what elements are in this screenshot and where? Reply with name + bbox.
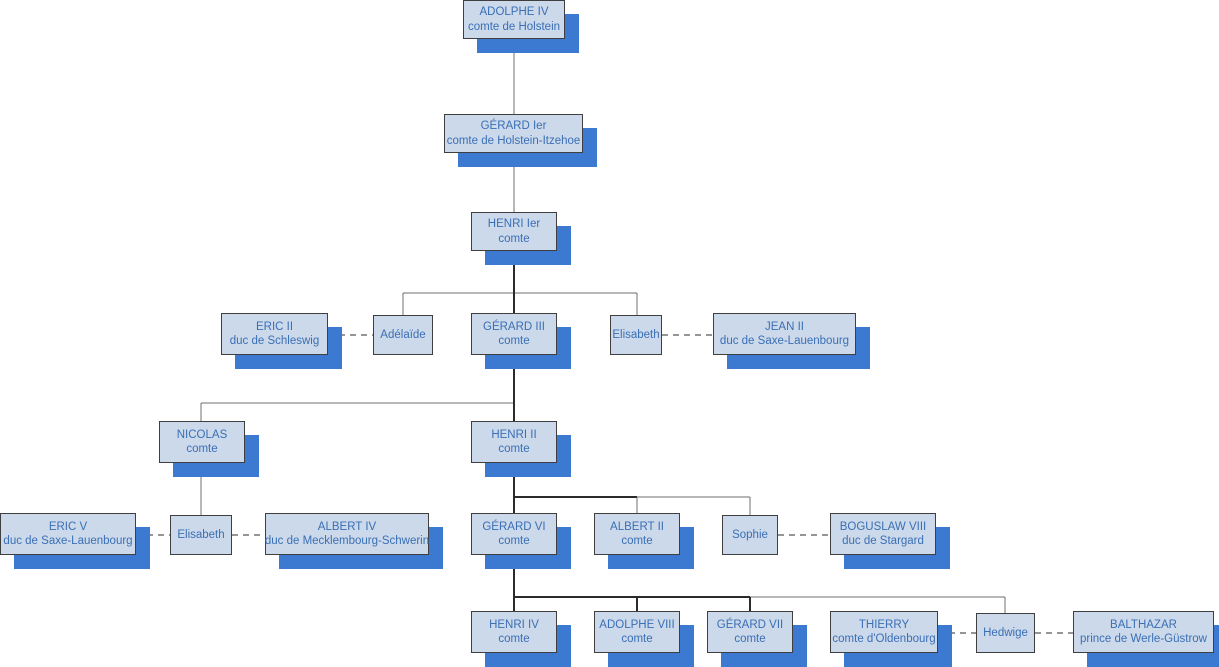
person-node-albert2[interactable]: ALBERT II comte (594, 513, 680, 555)
person-node-gerard3[interactable]: GÉRARD III comte (471, 313, 557, 355)
person-title: duc de Saxe-Lauenbourg (719, 335, 850, 347)
person-name: ERIC II (255, 320, 294, 333)
person-title: comte (186, 443, 218, 455)
person-node-elisabeth1[interactable]: Elisabeth (610, 315, 662, 355)
person-node-elisabeth2[interactable]: Elisabeth (170, 515, 232, 555)
person-name: ADOLPHE VIII (599, 618, 675, 631)
person-node-boguslaw8[interactable]: BOGUSLAW VIII duc de Stargard (830, 513, 936, 555)
person-node-nicolas[interactable]: NICOLAS comte (159, 421, 245, 463)
person-node-eric5[interactable]: ERIC V duc de Saxe-Lauenbourg (0, 513, 136, 555)
person-name: Hedwige (983, 626, 1028, 639)
person-node-jean2[interactable]: JEAN II duc de Saxe-Lauenbourg (713, 313, 856, 355)
person-title: comte (621, 633, 653, 645)
person-node-thierry[interactable]: THIERRY comte d'Oldenbourg (830, 611, 938, 653)
person-node-hedwige[interactable]: Hedwige (976, 613, 1035, 653)
person-title: duc de Stargard (842, 535, 924, 547)
person-title: comte (498, 443, 530, 455)
person-name: ALBERT II (610, 520, 664, 533)
person-name: Elisabeth (612, 328, 660, 341)
person-name: GÉRARD VII (716, 618, 784, 631)
person-name: JEAN II (765, 320, 804, 333)
person-node-adolphe8[interactable]: ADOLPHE VIII comte (594, 611, 680, 653)
person-title: duc de Schleswig (229, 335, 320, 347)
person-title: comte (621, 535, 653, 547)
person-name: GÉRARD VI (482, 520, 546, 533)
person-node-sophie[interactable]: Sophie (722, 515, 778, 555)
person-title: comte (734, 633, 766, 645)
person-name: Sophie (732, 528, 768, 541)
person-name: ALBERT IV (317, 520, 377, 533)
person-name: BALTHAZAR (1110, 618, 1177, 631)
person-name: BOGUSLAW VIII (839, 520, 927, 533)
person-title: comte de Holstein (467, 20, 561, 33)
person-title: comte (498, 335, 530, 347)
person-name: THIERRY (858, 618, 910, 631)
person-node-albert4[interactable]: ALBERT IV duc de Mecklembourg-Schwerin (265, 513, 429, 555)
person-name: GÉRARD III (483, 320, 545, 333)
person-title: comte (498, 633, 530, 645)
person-name: Adélaïde (380, 328, 426, 341)
person-name: ADOLPHE IV (479, 6, 549, 19)
person-node-adelaide[interactable]: Adélaïde (373, 315, 433, 355)
person-title: prince de Werle-Güstrow (1080, 633, 1207, 645)
person-node-balthazar[interactable]: BALTHAZAR prince de Werle-Güstrow (1073, 611, 1214, 653)
person-title: comte (498, 535, 530, 547)
person-node-gerard7[interactable]: GÉRARD VII comte (707, 611, 793, 653)
person-node-henri2[interactable]: HENRI II comte (471, 421, 557, 463)
person-title: duc de Saxe-Lauenbourg (3, 535, 133, 547)
person-name: Elisabeth (177, 528, 225, 541)
person-title: duc de Mecklembourg-Schwerin (264, 535, 430, 547)
person-title: comte de Holstein-Itzehoe (446, 134, 581, 147)
person-name: ERIC V (48, 520, 88, 533)
person-name: GÉRARD Ier (480, 120, 547, 133)
person-node-henri4[interactable]: HENRI IV comte (471, 611, 557, 653)
person-node-gerard6[interactable]: GÉRARD VI comte (471, 513, 557, 555)
person-name: HENRI II (491, 428, 537, 441)
person-title: comte (498, 232, 530, 245)
person-node-eric2[interactable]: ERIC II duc de Schleswig (221, 313, 328, 355)
person-name: HENRI Ier (487, 218, 541, 231)
person-title: comte d'Oldenbourg (832, 633, 936, 645)
person-name: HENRI IV (489, 618, 539, 631)
person-name: NICOLAS (176, 428, 228, 441)
